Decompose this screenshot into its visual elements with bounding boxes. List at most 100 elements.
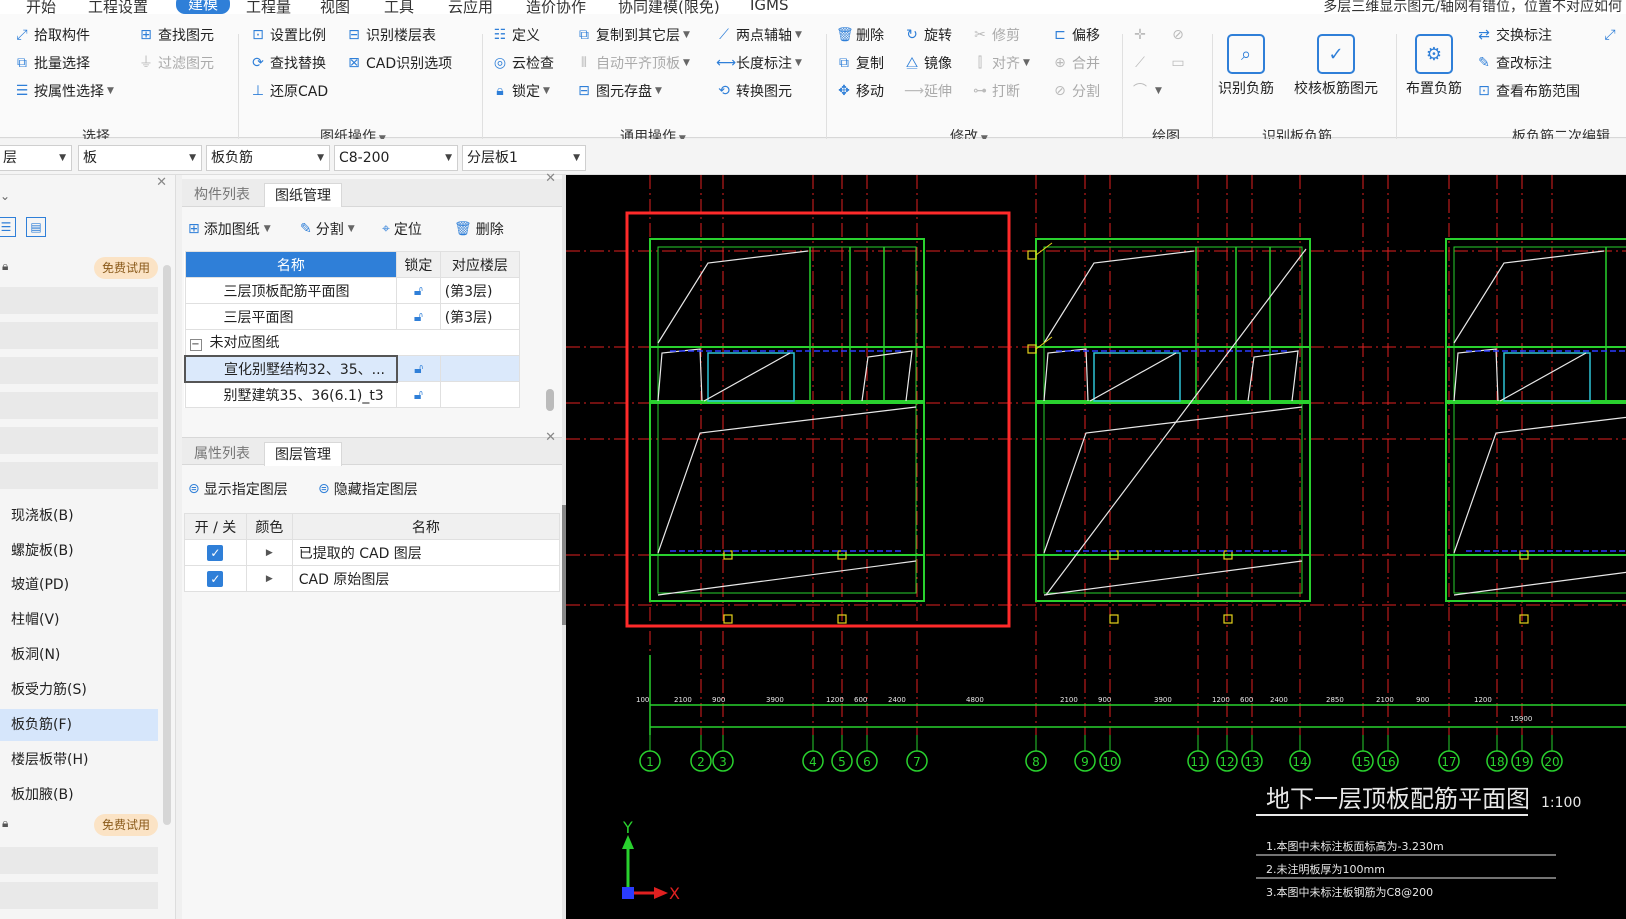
tree-item-cast-slab[interactable]: 现浇板(B)	[11, 508, 74, 524]
draw-rect-button[interactable]: ▭	[1170, 52, 1190, 74]
menu-collab-modeling[interactable]: 协同建模(限免)	[618, 0, 720, 14]
add-drawing-button[interactable]: ⊞添加图纸▼	[188, 221, 271, 238]
tree-item[interactable]	[0, 847, 158, 877]
collapse-group-icon[interactable]: −	[189, 339, 202, 352]
find-replace-button[interactable]: ⟳查找替换	[250, 52, 326, 74]
table-row[interactable]: 三层顶板配筋平面图 🔓︎ (第3层)	[184, 277, 521, 304]
save-element-button[interactable]: ⊟图元存盘▼	[576, 80, 662, 102]
copy-button[interactable]: ⧉复制	[836, 52, 884, 74]
detail-view-icon[interactable]: ▤	[26, 217, 46, 237]
menu-view[interactable]: 视图	[320, 0, 351, 14]
tree-item[interactable]	[0, 882, 158, 912]
table-row[interactable]: 宣化别墅结构32、35、... 🔓︎	[184, 354, 521, 383]
restore-cad-button[interactable]: ⊥还原CAD	[251, 83, 329, 100]
auto-align-top-button[interactable]: ⫴自动平齐顶板▼	[576, 52, 690, 74]
floor-select[interactable]: 层▼	[0, 145, 72, 171]
menu-project-settings[interactable]: 工程设置	[88, 0, 149, 14]
tab-layer-management[interactable]: 图层管理	[264, 442, 342, 466]
define-button[interactable]: ☷定义	[493, 27, 540, 44]
tab-property-list[interactable]: 属性列表	[194, 446, 250, 462]
close-icon[interactable]: ✕	[545, 171, 556, 186]
tree-item-floor-slab-strip[interactable]: 楼层板带(H)	[11, 752, 89, 768]
delete-drawing-button[interactable]: 🗑︎删除	[454, 221, 504, 238]
expand-icon[interactable]: ▶	[245, 539, 293, 566]
split-drawing-button[interactable]: ✎分割▼	[300, 221, 355, 238]
copy-to-other-floor-button[interactable]: ⧉复制到其它层▼	[576, 24, 690, 46]
more-button[interactable]: ⤢	[1602, 24, 1622, 46]
cad-options-button[interactable]: ⊠CAD识别选项	[346, 52, 452, 74]
panel-splitter[interactable]	[562, 175, 566, 919]
table-row[interactable]: 三层平面图 🔓︎ (第3层)	[184, 303, 521, 330]
filter-element-button[interactable]: ⏚过滤图元	[139, 55, 214, 72]
expand-icon[interactable]: ▶	[245, 565, 293, 592]
free-trial-badge[interactable]: 免费试用	[94, 257, 159, 279]
tree-item-column-cap[interactable]: 柱帽(V)	[11, 612, 60, 628]
view-rebar-range-button[interactable]: ⊡查看布筋范围	[1476, 80, 1580, 102]
swap-mark-button[interactable]: ⇄交换标注	[1476, 24, 1552, 46]
tree-item-slab-negative-rebar[interactable]: 板负筋(F)	[0, 709, 158, 741]
column-header-on-off[interactable]: 开 / 关	[184, 513, 247, 540]
menu-quantity[interactable]: 工程量	[246, 0, 292, 14]
unlock-icon[interactable]: 🔓︎	[396, 381, 441, 408]
tab-drawing-management[interactable]: 图纸管理	[264, 183, 342, 207]
set-scale-button[interactable]: ⊡设置比例	[250, 24, 326, 46]
identify-negative-rebar-button[interactable]: ⌕识别负筋	[1218, 34, 1274, 98]
tree-item[interactable]	[0, 462, 158, 492]
place-negative-rebar-button[interactable]: ⚙布置负筋	[1406, 34, 1462, 98]
menu-cost-collab[interactable]: 造价协作	[526, 0, 587, 14]
column-header-name[interactable]: 名称	[184, 251, 398, 278]
column-header-color[interactable]: 颜色	[245, 513, 293, 540]
splitter-grip[interactable]	[562, 505, 566, 625]
unlock-icon[interactable]: 🔓︎	[396, 303, 441, 330]
lock-button[interactable]: 🔒︎锁定▼	[492, 80, 550, 102]
show-layer-button[interactable]: ⊜显示指定图层	[188, 481, 288, 498]
find-element-button[interactable]: ⊞查找图元	[138, 24, 214, 46]
table-group-row[interactable]: −未对应图纸	[184, 329, 520, 356]
collapse-icon[interactable]: ⌄	[0, 189, 11, 203]
draw-line-button[interactable]: ⟋	[1132, 52, 1152, 74]
draw-point-button[interactable]: ✛	[1132, 24, 1152, 46]
split-button[interactable]: ⊘分割	[1052, 80, 1100, 102]
tree-item-spiral-slab[interactable]: 螺旋板(B)	[11, 543, 74, 559]
component-type-select[interactable]: 板▼	[78, 145, 202, 171]
align-button[interactable]: ⫿对齐▼	[972, 52, 1030, 74]
tree-item-slab-main-rebar[interactable]: 板受力筋(S)	[11, 682, 87, 698]
pick-component-button[interactable]: ⤢拾取构件	[14, 24, 90, 46]
table-row[interactable]: 别墅建筑35、36(6.1)_t3 🔓︎	[184, 381, 521, 408]
unlock-icon[interactable]: 🔓︎	[396, 277, 441, 304]
close-icon[interactable]: ✕	[156, 175, 167, 190]
table-row[interactable]: ✓ ▶ CAD 原始图层	[184, 565, 561, 592]
menu-home[interactable]: 开始	[26, 0, 57, 14]
list-view-icon[interactable]: ☰	[0, 217, 16, 237]
draw-arc-button[interactable]: ⌒▼	[1132, 80, 1162, 102]
tree-item-slab-hole[interactable]: 板洞(N)	[11, 647, 61, 663]
menu-cloud[interactable]: 云应用	[448, 0, 494, 14]
batch-select-button[interactable]: ⧉批量选择	[14, 52, 90, 74]
delete-button[interactable]: 🗑︎删除	[836, 27, 884, 44]
column-header-floor[interactable]: 对应楼层	[439, 251, 521, 278]
close-icon[interactable]: ✕	[545, 430, 556, 445]
extend-button[interactable]: ⟶延伸	[904, 83, 952, 100]
layer-visible-checkbox[interactable]: ✓	[207, 544, 224, 561]
tree-item[interactable]	[0, 287, 158, 317]
free-trial-badge[interactable]: 免费试用	[94, 814, 159, 836]
column-header-name[interactable]: 名称	[291, 513, 561, 540]
layer-visible-checkbox[interactable]: ✓	[207, 570, 224, 587]
help-notice-link[interactable]: 多层三维显示图元/轴网有错位，位置不对应如何	[1323, 0, 1622, 14]
break-button[interactable]: ⊶打断	[973, 83, 1020, 100]
tree-item[interactable]	[0, 392, 158, 422]
table-row[interactable]: ✓ ▶ 已提取的 CAD 图层	[184, 539, 561, 566]
component-spec-select[interactable]: C8-200▼	[334, 145, 458, 171]
tree-item-slab-haunch[interactable]: 板加腋(B)	[11, 787, 74, 803]
edit-mark-button[interactable]: ✎查改标注	[1476, 52, 1552, 74]
locate-drawing-button[interactable]: ⌖定位	[382, 221, 422, 238]
select-by-attribute-button[interactable]: ☰按属性选择▼	[15, 83, 114, 100]
tree-item[interactable]	[0, 357, 158, 387]
merge-button[interactable]: ⊕合并	[1052, 52, 1100, 74]
menu-modeling[interactable]: 建模	[176, 0, 231, 14]
length-mark-button[interactable]: ⟷长度标注▼	[716, 55, 802, 72]
hide-layer-button[interactable]: ⊜隐藏指定图层	[318, 481, 418, 498]
two-point-axis-button[interactable]: ⟋两点辅轴▼	[716, 24, 802, 46]
tree-item[interactable]	[0, 322, 158, 352]
